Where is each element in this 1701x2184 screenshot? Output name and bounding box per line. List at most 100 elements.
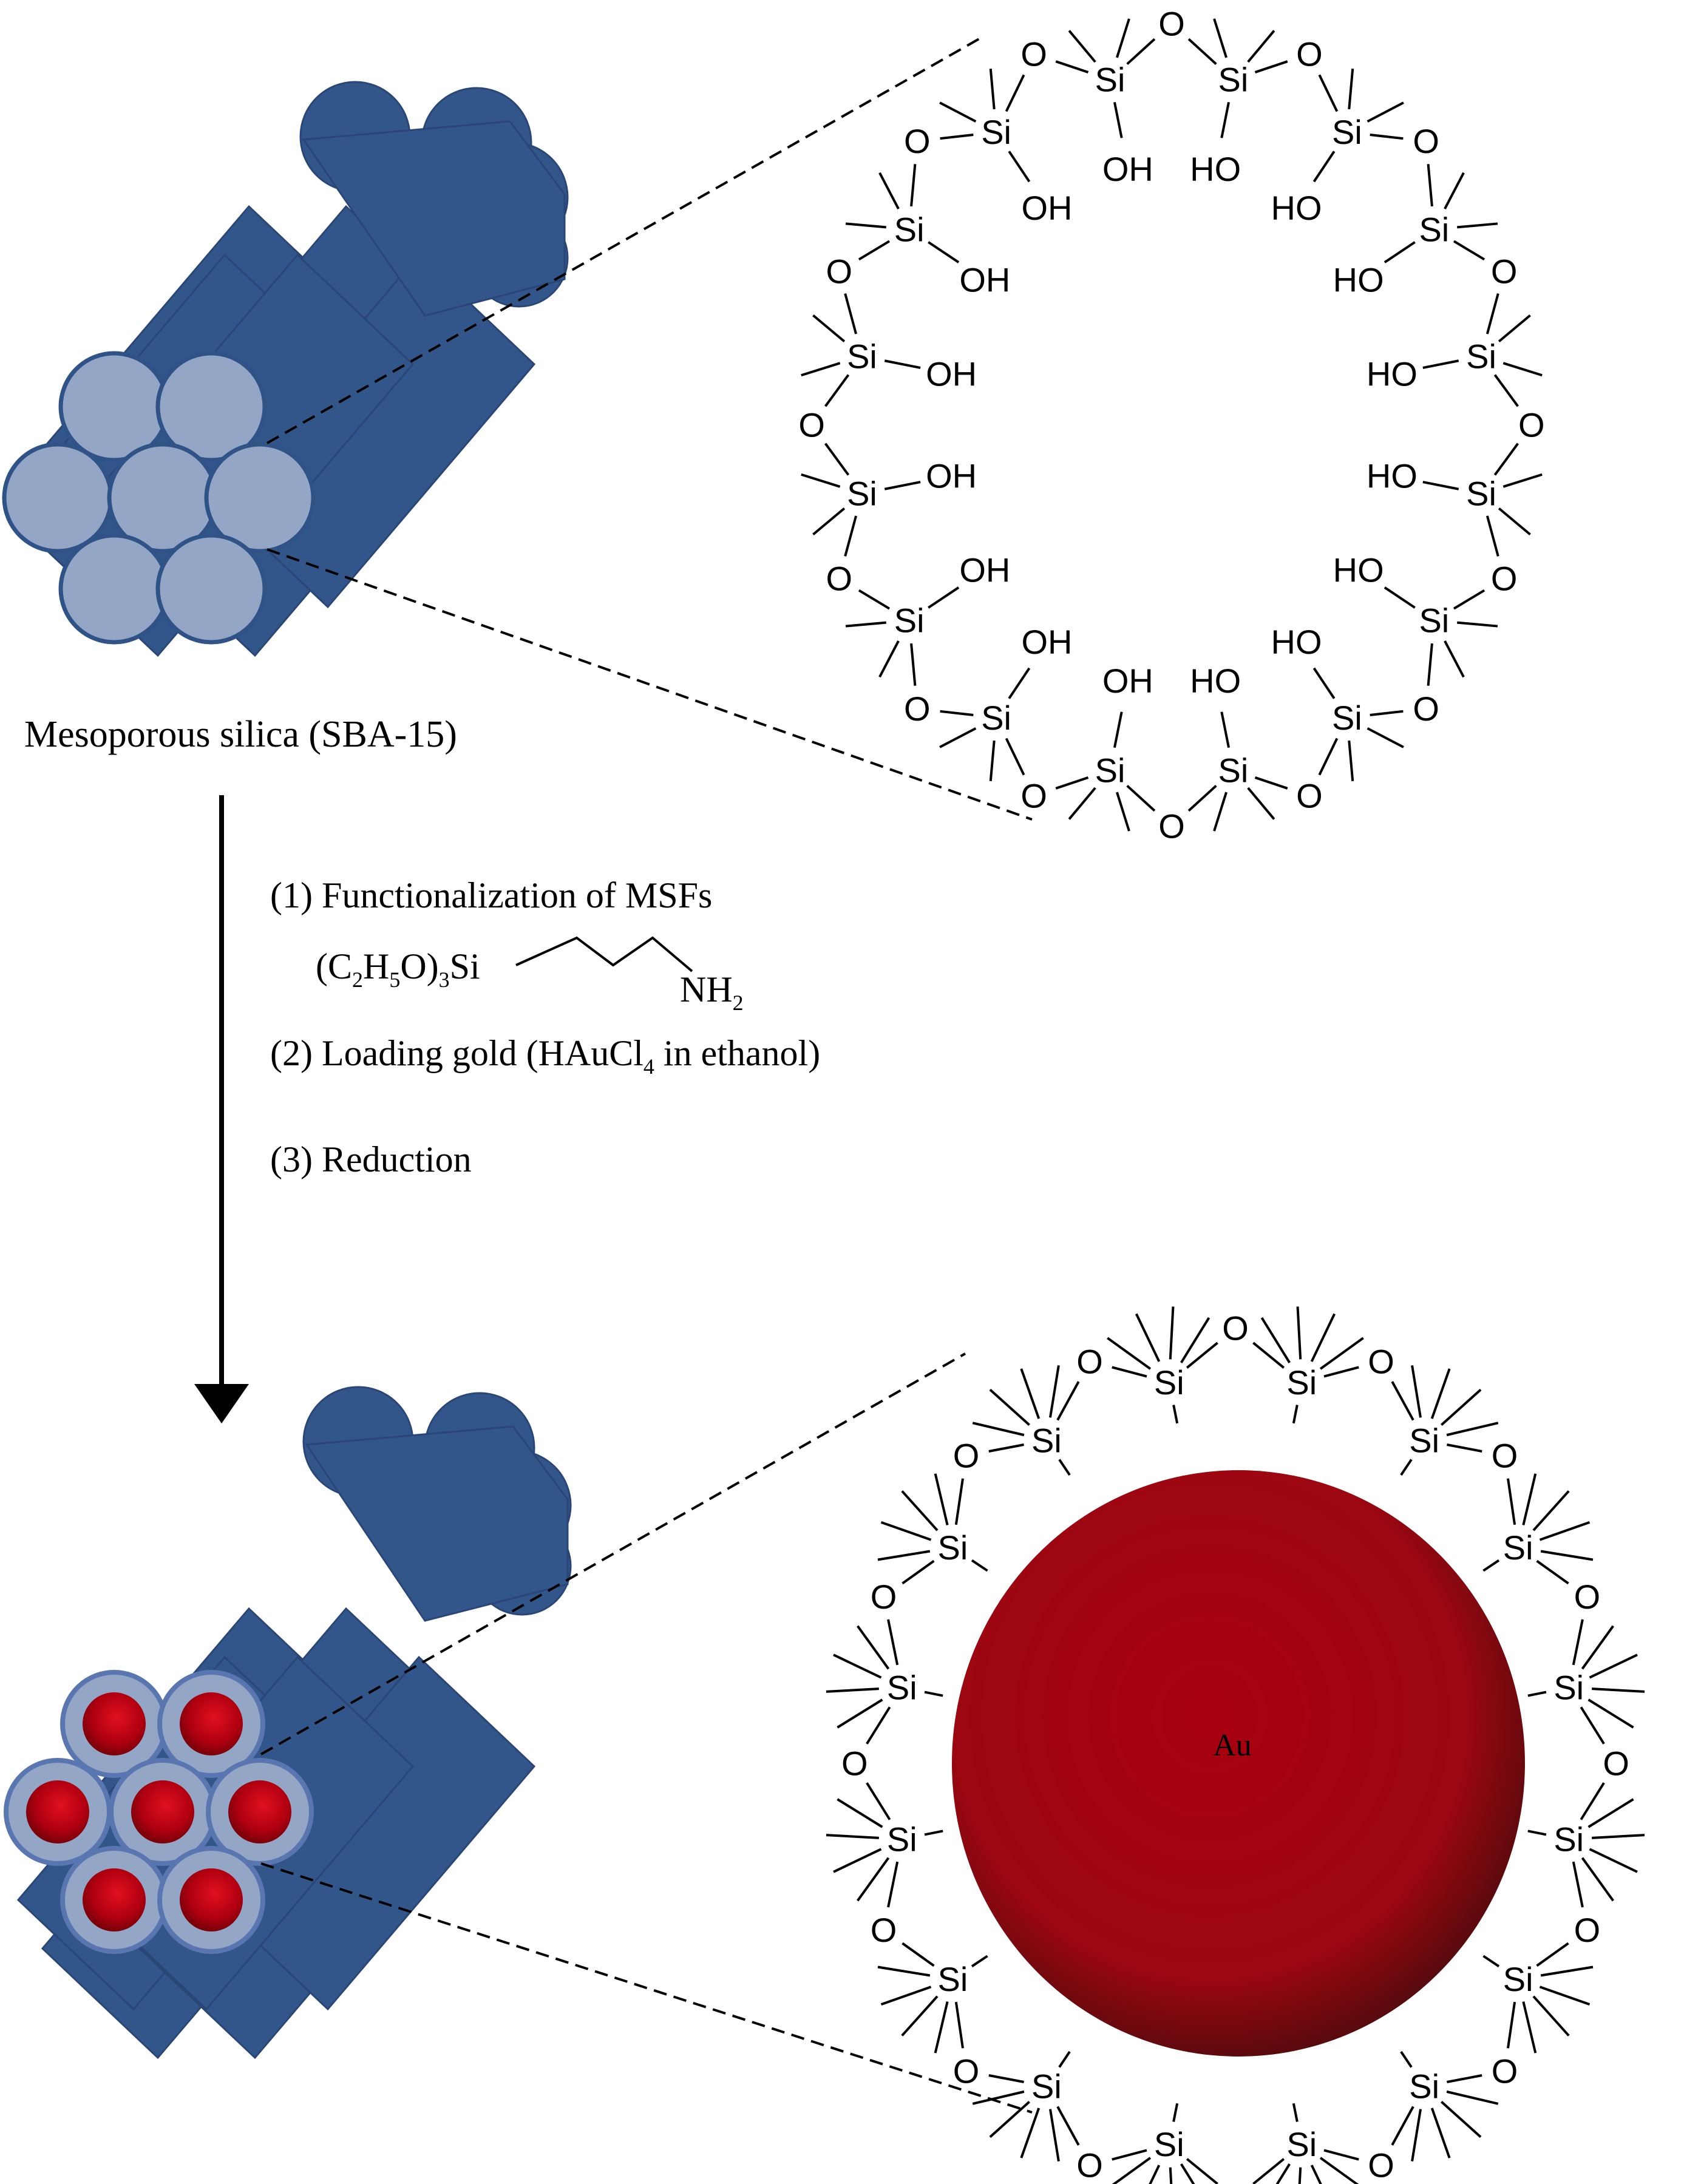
- methyl-bond: [1444, 172, 1465, 210]
- methyl-bond: [1367, 727, 1404, 748]
- methyl-bond: [1589, 1848, 1638, 1873]
- methyl-bond: [877, 1550, 931, 1561]
- oxygen-atom: O: [1491, 560, 1518, 598]
- siloxane-bond: [1126, 38, 1156, 66]
- methyl-bond: [1048, 1365, 1060, 1418]
- methyl-bond: [989, 740, 996, 782]
- oxygen-atom: O: [871, 1911, 897, 1949]
- methyl-bond: [1180, 2163, 1195, 2184]
- siloxane-bond: [1453, 589, 1485, 610]
- methyl-bond: [1411, 1365, 1422, 1418]
- oxygen-atom: O: [1222, 2179, 1249, 2184]
- silicon-atom: Si: [1286, 2125, 1317, 2163]
- oxygen-atom: O: [1222, 1309, 1249, 1348]
- siloxane-bond: [1254, 776, 1288, 790]
- methyl-bond: [1275, 2163, 1291, 2184]
- methyl-bond: [924, 1691, 943, 1697]
- methyl-bond: [1581, 1857, 1614, 1902]
- loaded-pore: [206, 1758, 314, 1866]
- methyl-bond: [1298, 2167, 1302, 2184]
- methyl-bond: [833, 1653, 882, 1679]
- oxygen-atom: O: [1296, 776, 1323, 815]
- methyl-bond: [1348, 740, 1354, 782]
- silanol-bond: [1312, 667, 1336, 699]
- siloxane-bond: [910, 164, 917, 207]
- siloxane-bond: [1493, 443, 1519, 476]
- oxygen-atom: O: [841, 1745, 868, 1783]
- methyl-bond: [1319, 1337, 1364, 1370]
- methyl-bond: [1581, 1625, 1614, 1670]
- methyl-bond: [1411, 2109, 1422, 2162]
- oxygen-atom: O: [904, 122, 931, 160]
- methyl-bond: [1540, 1965, 1594, 1977]
- silicon-atom: Si: [1419, 602, 1449, 640]
- silanol-bond: [1384, 586, 1416, 609]
- methyl-bond: [1112, 2157, 1152, 2184]
- gold-loaded-rod-bundle: [4, 1386, 572, 2060]
- pore-face: [2, 442, 114, 554]
- methyl-bond: [826, 1834, 879, 1839]
- methyl-bond: [1169, 1306, 1175, 1360]
- silicon-atom: Si: [1419, 210, 1449, 248]
- hydroxyl-group: OH: [1021, 623, 1072, 661]
- pore-face: [204, 442, 316, 554]
- methyl-bond: [1310, 2165, 1322, 2184]
- methyl-bond: [1400, 1459, 1413, 1476]
- siloxane-bond: [910, 643, 917, 686]
- zoom-line-upper: [267, 35, 984, 444]
- siloxane-bond: [1391, 2106, 1414, 2146]
- siloxane-bond: [844, 515, 858, 557]
- silanol-bond: [1113, 102, 1123, 138]
- methyl-bond: [1172, 1405, 1179, 1424]
- oxygen-atom: O: [1603, 1745, 1629, 1783]
- methyl-bond: [845, 621, 886, 628]
- oxygen-atom: O: [826, 252, 853, 290]
- pore-faces: [2, 351, 316, 645]
- siloxane-bond: [858, 589, 891, 610]
- methyl-bond: [971, 1955, 988, 1968]
- gold-nanoparticle: Au: [952, 1470, 1525, 2057]
- hydroxyl-group: HO: [1190, 150, 1241, 188]
- hydroxyl-group: HO: [1271, 623, 1322, 661]
- siloxane-bond: [1056, 1381, 1080, 1421]
- methyl-bond: [1587, 1798, 1634, 1828]
- silicon-atom: Si: [1553, 1669, 1584, 1707]
- oxygen-atom: O: [1076, 2146, 1103, 2184]
- silanol-bond: [884, 359, 921, 369]
- silicon-atom: Si: [1031, 2067, 1062, 2106]
- siloxane-bond: [901, 1942, 935, 1967]
- silicon-atom: Si: [937, 1528, 968, 1567]
- siloxane-bond: [1536, 1942, 1569, 1967]
- methyl-bond: [972, 2090, 1025, 2105]
- oxygen-atom: O: [1020, 35, 1047, 73]
- methyl-bond: [1430, 1368, 1451, 1419]
- methyl-bond: [1498, 507, 1531, 536]
- hydroxyl-group: OH: [926, 456, 977, 495]
- siloxane-pore-wall: SiOSiOSiOSiOSiOSiOSiOSiOSiOSiOSiOSiOSiOS…: [826, 1306, 1645, 2184]
- methyl-bond: [1068, 787, 1096, 820]
- silanol-bond: [1113, 711, 1123, 748]
- siloxane-bond: [1507, 1478, 1516, 1525]
- silicon-atom: Si: [1466, 337, 1496, 375]
- hydroxyl-group: HO: [1190, 662, 1241, 700]
- silanol-bond: [1008, 667, 1031, 699]
- step2-text: (2) Loading gold (HAuCl4 in ethanol): [270, 1033, 820, 1079]
- amine-group: NH2: [680, 969, 744, 1015]
- methyl-bond: [1457, 222, 1498, 229]
- pore-face: [58, 533, 170, 645]
- hydroxyl-group: HO: [1367, 355, 1418, 393]
- silicon-atom: Si: [847, 475, 877, 513]
- siloxane-bond: [1056, 2106, 1080, 2146]
- siloxane-bond: [1005, 74, 1025, 112]
- methyl-bond: [1068, 30, 1096, 63]
- siloxane-bond: [1055, 60, 1089, 73]
- methyl-bond: [901, 1995, 939, 2036]
- siloxane-bond: [954, 2001, 964, 2049]
- methyl-bond: [1107, 1337, 1152, 1370]
- siloxane-bond: [1507, 2001, 1516, 2049]
- methyl-bond: [1292, 1405, 1299, 1424]
- silicon-atom: Si: [847, 337, 877, 375]
- methyl-bond: [989, 2101, 1030, 2138]
- oxygen-atom: O: [1076, 1342, 1103, 1380]
